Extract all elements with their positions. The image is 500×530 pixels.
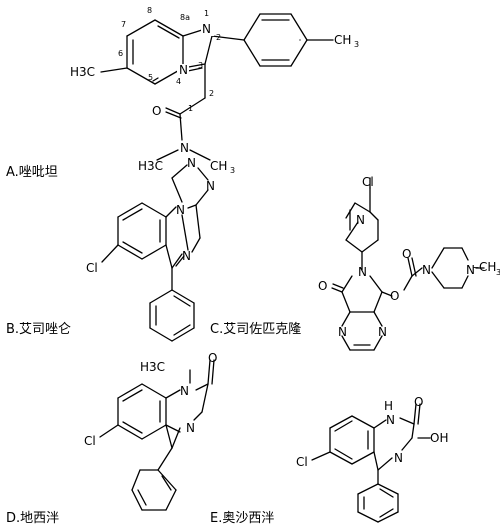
- o-atom: O: [152, 104, 161, 118]
- zolpidem-structure: N N H3C CH 3 O N H3C CH 3 1 2 3 4 5 6 7 …: [70, 6, 359, 175]
- svg-text:3: 3: [496, 268, 500, 277]
- svg-text:8a: 8a: [180, 13, 190, 22]
- svg-text:–CH: –CH: [473, 260, 496, 274]
- svg-text:8: 8: [147, 6, 152, 15]
- caption-e: E.奥沙西泮: [210, 511, 274, 526]
- n4-atom: N: [179, 63, 188, 77]
- oxazepam-oh: OH: [430, 431, 448, 445]
- eszopiclone-n-pyrazine-2: N: [378, 325, 387, 339]
- oxazepam-cl: Cl: [296, 455, 308, 469]
- svg-text:5: 5: [148, 73, 153, 82]
- eszopiclone-n-pyridine: N: [356, 213, 365, 227]
- h3c-label: H3C: [70, 65, 95, 79]
- svg-text:3: 3: [230, 166, 235, 175]
- diazepam-structure: H3C N O N Cl: [84, 351, 217, 511]
- svg-text:1: 1: [204, 9, 209, 18]
- oxazepam-n1: N: [386, 413, 395, 427]
- svg-text:3: 3: [354, 40, 359, 49]
- diazepam-o: O: [208, 351, 217, 365]
- svg-text:2: 2: [216, 33, 221, 42]
- svg-text:1: 1: [188, 104, 193, 113]
- eszopiclone-n-methyl: N: [466, 263, 475, 277]
- diazepam-n4: N: [186, 421, 195, 435]
- svg-text:2: 2: [209, 89, 214, 98]
- estazolam-n1: N: [176, 203, 185, 217]
- oxazepam-n4: N: [394, 451, 403, 465]
- eszopiclone-o-ester: O: [390, 289, 399, 303]
- svg-text:7: 7: [121, 20, 126, 29]
- eszopiclone-cl: Cl: [362, 175, 374, 189]
- svg-text:4: 4: [176, 77, 181, 86]
- diazepam-cl: Cl: [84, 434, 96, 448]
- n-amide: N: [180, 141, 189, 155]
- eszopiclone-structure: Cl N N O O O N N –CH 3 N N: [318, 175, 500, 351]
- estazolam-n-top: N: [187, 156, 196, 170]
- oxazepam-o: O: [414, 395, 423, 409]
- estazolam-n-imine: N: [182, 249, 191, 263]
- caption-b: B.艾司唑仑: [6, 321, 71, 337]
- diazepam-n1: N: [180, 384, 189, 398]
- ch3-amide: CH: [210, 159, 227, 173]
- estazolam-cl: Cl: [86, 261, 98, 275]
- caption-d: D.地西泮: [6, 511, 59, 526]
- estazolam-n-right: N: [206, 179, 215, 193]
- oxazepam-h: H: [384, 399, 393, 413]
- svg-text:6: 6: [118, 49, 123, 58]
- svg-text:3: 3: [198, 61, 203, 70]
- diazepam-h3c: H3C: [140, 360, 165, 374]
- estazolam-structure: N N N N Cl: [86, 156, 215, 342]
- eszopiclone-n-lactam: N: [358, 265, 367, 279]
- eszopiclone-o-ketone: O: [318, 279, 327, 293]
- caption-c: C.艾司佐匹克隆: [210, 322, 301, 337]
- h3c-amide: H3C: [138, 159, 163, 173]
- caption-a: A.唑吡坦: [6, 164, 58, 180]
- eszopiclone-o-carbonyl: O: [402, 247, 411, 261]
- n1-atom: N: [202, 22, 211, 36]
- eszopiclone-n-pyrazine-1: N: [338, 325, 347, 339]
- oxazepam-structure: H N O OH N Cl: [296, 395, 448, 523]
- ch3-label: CH: [334, 33, 351, 47]
- eszopiclone-n-piperazine: N: [422, 263, 431, 277]
